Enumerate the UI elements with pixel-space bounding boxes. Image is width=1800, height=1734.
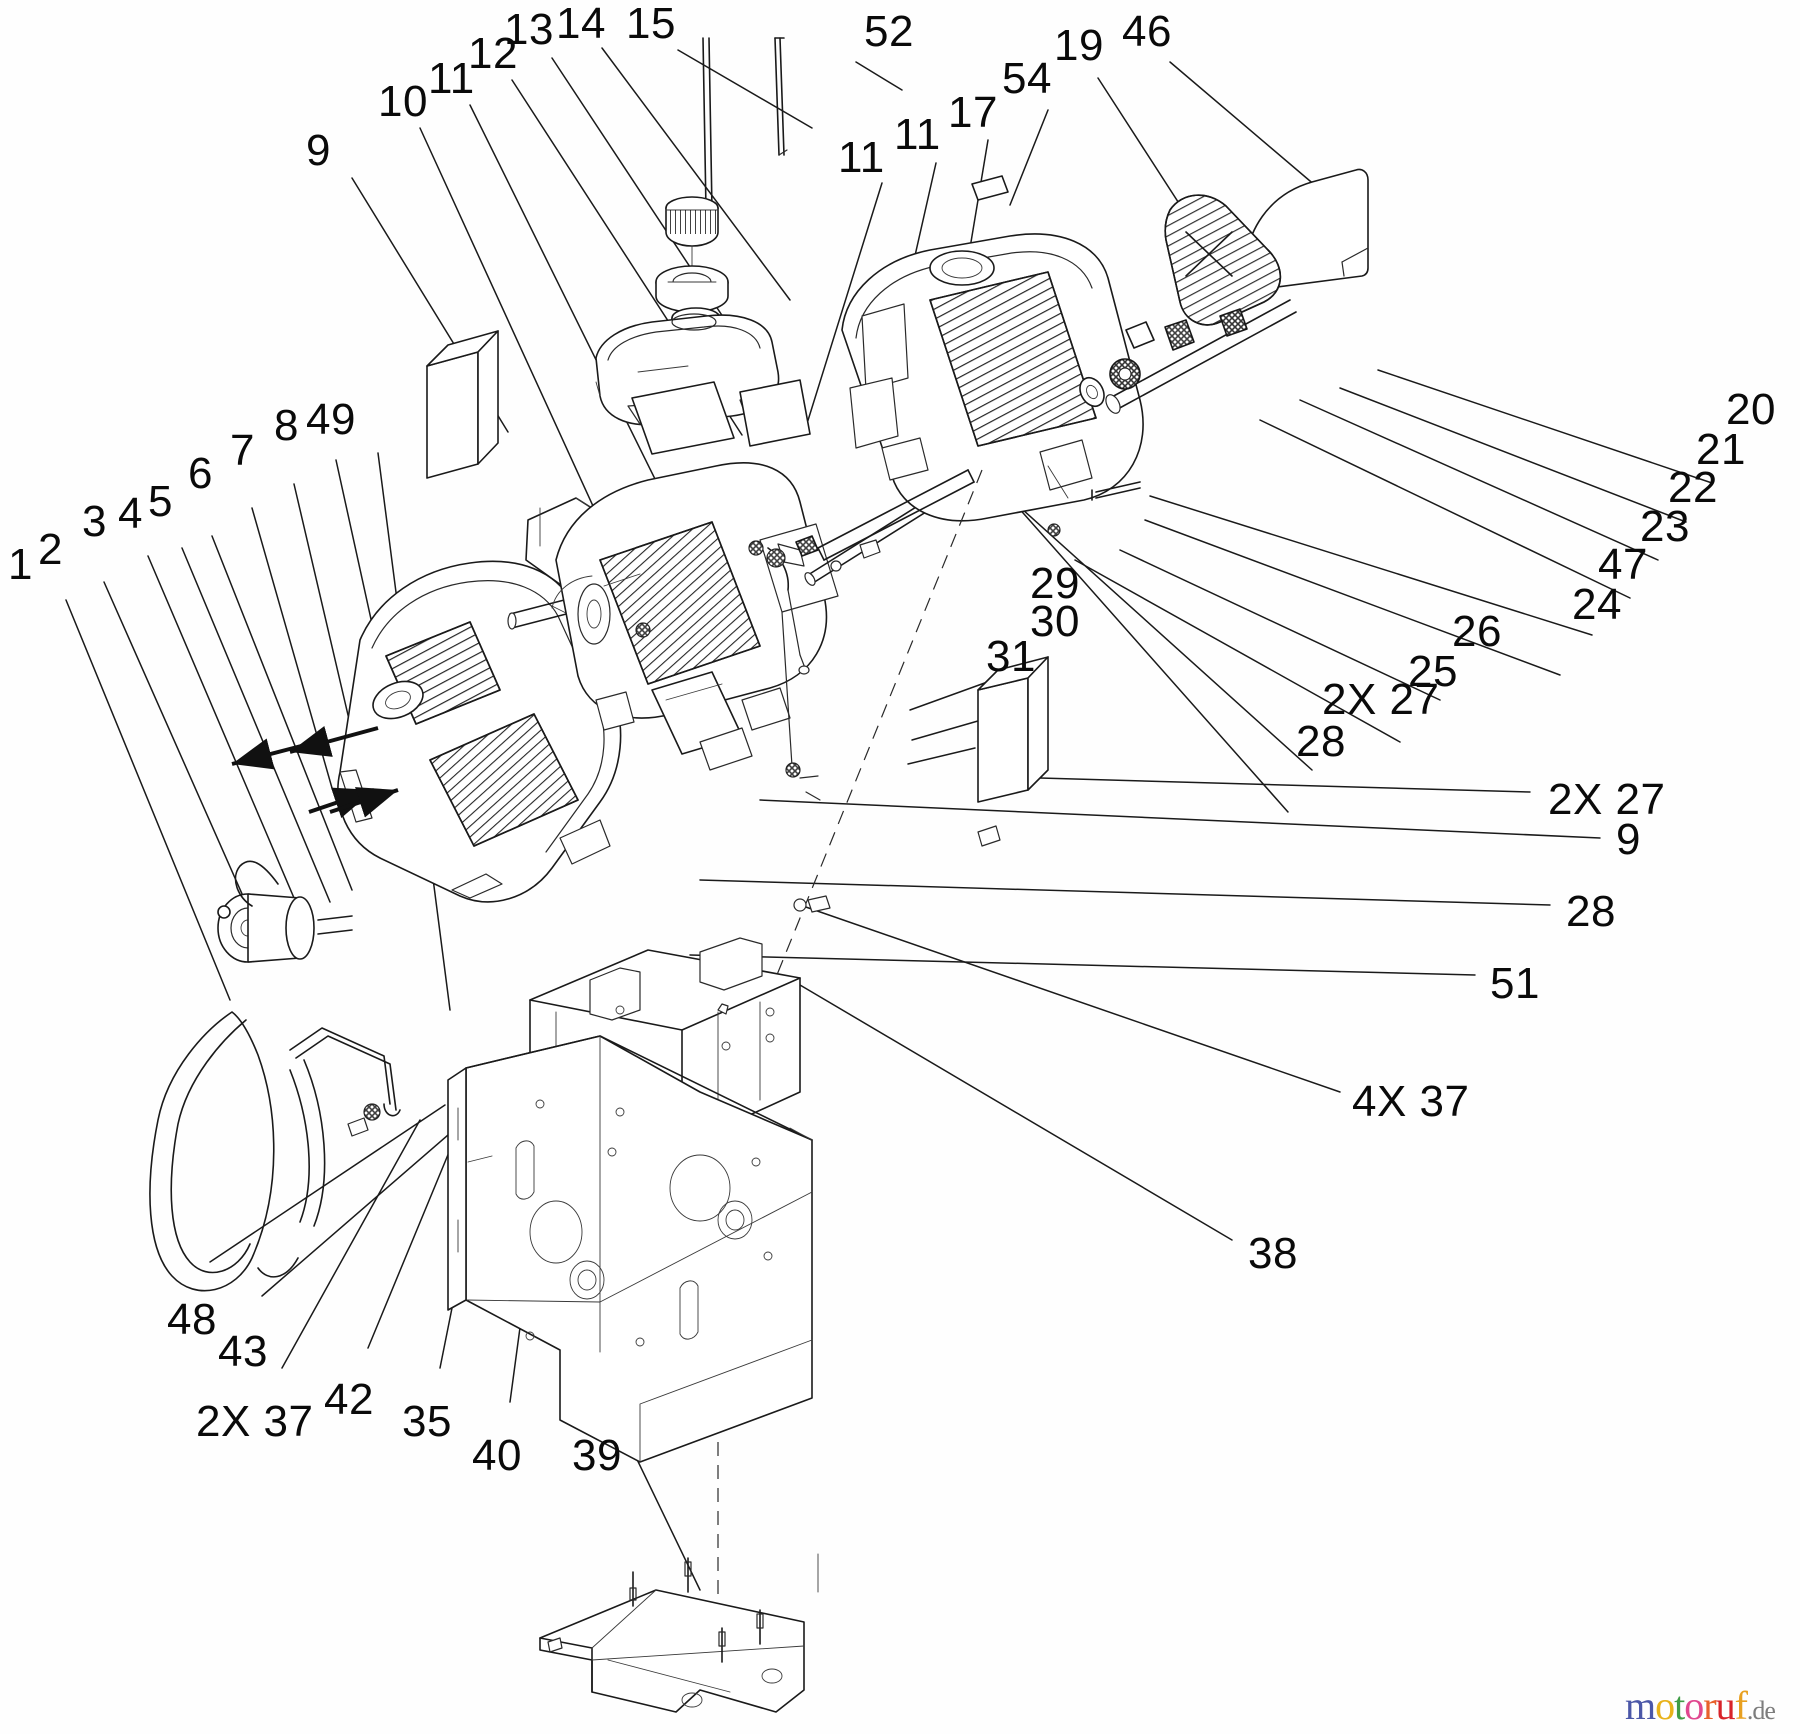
callout-11-b: 11 (838, 133, 885, 182)
callout-7: 7 (230, 426, 255, 475)
part-foam-block-left (426, 330, 499, 479)
part-engine-assembly (507, 462, 839, 771)
callout-10: 10 (378, 77, 428, 126)
callout-17: 17 (948, 88, 998, 137)
leader-lines-right (984, 369, 1713, 813)
callout-23: 23 (1640, 502, 1690, 551)
callout-13: 13 (504, 5, 554, 54)
callout-5: 5 (148, 477, 173, 526)
part-fuel-cap-stack (655, 37, 729, 354)
watermark-letter-o2: o (1684, 1683, 1704, 1728)
callout-3: 3 (82, 497, 107, 546)
callout-51: 51 (1490, 959, 1540, 1008)
callout-30: 30 (1030, 597, 1080, 646)
callout-49: 49 (306, 395, 356, 444)
callout-28-b: 28 (1566, 887, 1616, 936)
watermark-letter-f: f (1734, 1683, 1748, 1728)
callout-29: 29 (1030, 559, 1080, 608)
callout-43: 43 (218, 1327, 268, 1376)
part-key-tag (971, 175, 1009, 201)
watermark-letter-u: u (1715, 1683, 1736, 1728)
callout-2x37: 2X 37 (196, 1397, 314, 1446)
part-handle-grip (1164, 194, 1282, 326)
leader-lines-lower-right (689, 777, 1601, 1241)
watermark-letter-r: r (1703, 1683, 1716, 1728)
callout-11-a: 11 (428, 54, 475, 103)
callout-52: 52 (864, 7, 914, 56)
part-gasket-left (631, 381, 735, 455)
callout-12: 12 (468, 29, 518, 78)
callout-2x27-a: 2X 27 (1322, 675, 1440, 724)
callout-4x37: 4X 37 (1352, 1077, 1470, 1126)
callout-21: 21 (1696, 425, 1746, 474)
watermark-letter-m: m (1625, 1683, 1656, 1728)
part-recoil-housing (337, 560, 622, 903)
callout-11-c: 11 (894, 110, 941, 159)
callout-1: 1 (8, 540, 33, 589)
callout-19: 19 (1054, 21, 1104, 70)
callout-31: 31 (986, 632, 1036, 681)
watermark-letter-o1: o (1655, 1683, 1675, 1728)
callout-47: 47 (1598, 540, 1648, 589)
site-watermark: motoruf.de (1625, 1682, 1776, 1729)
part-main-chassis (447, 1035, 813, 1463)
callout-4: 4 (118, 489, 143, 538)
part-pulley-hardware (217, 860, 353, 963)
callout-24: 24 (1572, 580, 1622, 629)
callout-2: 2 (38, 525, 63, 574)
callout-25: 25 (1408, 647, 1458, 696)
callout-2x27-b: 2X 27 (1548, 775, 1666, 824)
callout-22: 22 (1668, 463, 1718, 512)
part-shaft-fasteners (795, 299, 1297, 561)
part-belt (149, 1011, 326, 1292)
callout-6: 6 (188, 449, 213, 498)
part-foam-block-right (977, 656, 1049, 803)
callout-48: 48 (167, 1295, 217, 1344)
part-right-shroud (841, 233, 1144, 522)
part-rod-52 (774, 37, 788, 156)
callout-26: 26 (1452, 607, 1502, 656)
callout-9-right: 9 (1616, 815, 1641, 864)
callout-35: 35 (402, 1397, 452, 1446)
part-misc-small (830, 539, 1001, 847)
callout-54: 54 (1002, 54, 1052, 103)
assembly-arrows (231, 726, 399, 818)
callout-40: 40 (472, 1431, 522, 1480)
callout-38: 38 (1248, 1229, 1298, 1278)
watermark-letter-t: t (1674, 1683, 1685, 1728)
callout-8: 8 (274, 401, 299, 450)
callout-14: 14 (556, 0, 606, 48)
part-handle-bracket (289, 1027, 401, 1137)
callout-46: 46 (1122, 7, 1172, 56)
callout-20: 20 (1726, 385, 1776, 434)
callout-9-top: 9 (306, 126, 331, 175)
callout-42: 42 (324, 1375, 374, 1424)
callout-28-a: 28 (1296, 717, 1346, 766)
part-bottom-plate (539, 1553, 819, 1713)
part-gasket-right (739, 379, 811, 447)
callout-39: 39 (572, 1431, 622, 1480)
callout-15: 15 (626, 0, 676, 48)
watermark-suffix: .de (1746, 1696, 1776, 1725)
